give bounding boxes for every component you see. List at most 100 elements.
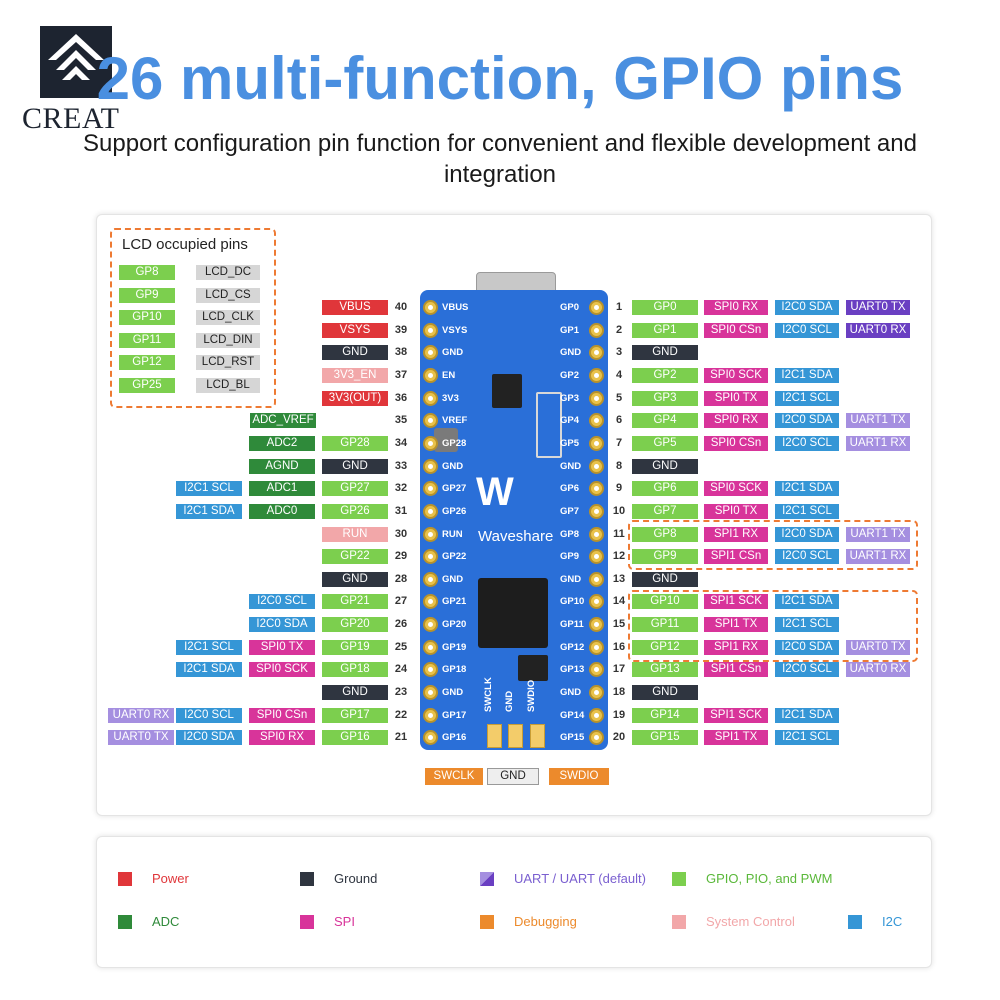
legend-swatch-power (118, 872, 132, 886)
board-pin-label: GP5 (560, 437, 580, 449)
lcd-header (536, 392, 562, 458)
debug-pad (530, 724, 545, 748)
board-pin-label: GP16 (442, 732, 467, 744)
pin-tag-spi: SPI1 CSn (704, 549, 768, 565)
pin-tag-spi: SPI0 CSn (704, 322, 768, 338)
pin-tag-power: 3V3(OUT) (322, 390, 388, 406)
board-pin-label: GND (442, 347, 464, 359)
lcd-function-label: LCD_RST (196, 355, 260, 370)
pin-tag-spi: SPI1 CSn (704, 662, 768, 678)
pin-tag-gpio: GP0 (632, 300, 698, 315)
pin-tag-spi: SPI0 RX (249, 730, 315, 746)
pin-tag-system: 3V3_EN (322, 367, 388, 383)
board-pin-label: GND (560, 460, 582, 472)
pin-tag-i2c: I2C1 SCL (775, 503, 839, 519)
pin-tag-gpio: GP1 (632, 322, 698, 338)
pin-pad (423, 639, 438, 655)
pin-tag-power: VBUS (322, 300, 388, 315)
pin-tag-i2c: I2C1 SDA (775, 594, 839, 610)
board-pin-label: GND (442, 460, 464, 472)
legend-panel (96, 836, 932, 968)
board-pin-label: GND (442, 687, 464, 699)
pin-pad (423, 300, 438, 315)
pin-number: 25 (394, 640, 408, 653)
pin-pad (423, 503, 438, 519)
lcd-gpio-label: GP8 (119, 265, 175, 280)
pin-pad (589, 571, 604, 587)
board-pin-label: GP0 (560, 302, 580, 313)
board-pin-label: GP12 (560, 641, 585, 653)
pin-tag-uart: UART0 TX (846, 639, 910, 655)
pin-number: 26 (394, 618, 408, 631)
lcd-function-label: LCD_CLK (196, 310, 260, 325)
board-pin-label: GP20 (442, 619, 467, 631)
board-pin-label: GP28 (442, 437, 467, 449)
pin-tag-gpio: GP5 (632, 435, 698, 451)
pin-tag-system: RUN (322, 526, 388, 542)
lcd-gpio-label: GP11 (119, 332, 175, 348)
pin-pad (423, 571, 438, 587)
pin-tag-gpio: GP21 (322, 594, 388, 610)
pin-tag-gpio: GP22 (322, 549, 388, 565)
pin-tag-i2c: I2C1 SCL (775, 617, 839, 633)
pin-tag-uart: UART0 TX (108, 730, 174, 746)
pin-number: 14 (612, 595, 626, 608)
regulator-chip (492, 374, 522, 408)
pin-number: 17 (612, 663, 626, 676)
pin-pad (589, 458, 604, 474)
legend-label: GPIO, PIO, and PWM (706, 871, 833, 886)
board-pin-label: GP17 (442, 709, 467, 721)
pin-number: 27 (394, 595, 408, 608)
logo-mark-icon (40, 26, 112, 98)
pin-tag-ground: GND (322, 571, 388, 587)
board-logo: W (476, 470, 514, 514)
pin-tag-gpio: GP9 (632, 549, 698, 565)
pin-number: 38 (394, 346, 408, 359)
pin-tag-uart: UART0 RX (846, 662, 910, 678)
pin-tag-spi: SPI0 TX (249, 639, 315, 655)
pin-tag-spi: SPI0 SCK (704, 481, 768, 497)
pin-tag-gpio: GP7 (632, 503, 698, 519)
pin-number: 39 (394, 323, 408, 336)
board-brand: Waveshare (478, 528, 554, 545)
pin-number: 40 (394, 301, 408, 313)
pin-tag-i2c: I2C1 SCL (176, 481, 242, 497)
lcd-gpio-label: GP12 (119, 355, 175, 370)
lcd-occupied-pins-box: LCD occupied pins (110, 228, 276, 408)
pin-number: 37 (394, 368, 408, 381)
logo-text: CREAT (22, 102, 120, 135)
pin-tag-gpio: GP20 (322, 617, 388, 633)
pin-pad (589, 345, 604, 361)
pin-tag-adc: ADC1 (249, 481, 315, 497)
pin-pad (423, 685, 438, 701)
board-pin-label: GP7 (560, 505, 580, 517)
pin-number: 22 (394, 708, 408, 721)
lcd-function-label: LCD_CS (196, 287, 260, 303)
lcd-gpio-label: GP9 (119, 287, 175, 303)
pin-pad (423, 594, 438, 610)
pin-pad (589, 503, 604, 519)
legend-label: UART / UART (default) (514, 871, 646, 886)
pin-tag-adc: ADC0 (249, 503, 315, 519)
lcd-function-label: LCD_DC (196, 265, 260, 280)
pin-tag-spi: SPI0 RX (704, 300, 768, 315)
flash-chip (518, 655, 548, 681)
pin-tag-i2c: I2C0 SCL (775, 435, 839, 451)
board-pin-label: VSYS (442, 324, 468, 336)
debug-label: SWDIO (549, 768, 609, 785)
pin-tag-gpio: GP26 (322, 503, 388, 519)
pin-tag-power: VSYS (322, 322, 388, 338)
pin-tag-ground: GND (632, 345, 698, 361)
board-pin-label: GP22 (442, 551, 467, 563)
pin-pad (589, 685, 604, 701)
pin-tag-gpio: GP11 (632, 617, 698, 633)
pin-pad (589, 730, 604, 746)
boot-button[interactable] (434, 428, 458, 452)
pin-pad (423, 662, 438, 678)
pin-tag-i2c: I2C0 SCL (775, 322, 839, 338)
board-pin-label: GND (560, 347, 582, 359)
board-pin-label: GP10 (560, 596, 585, 608)
board-pin-label: GP8 (560, 528, 580, 540)
pin-number: 35 (394, 414, 408, 427)
debug-pad (487, 724, 502, 748)
